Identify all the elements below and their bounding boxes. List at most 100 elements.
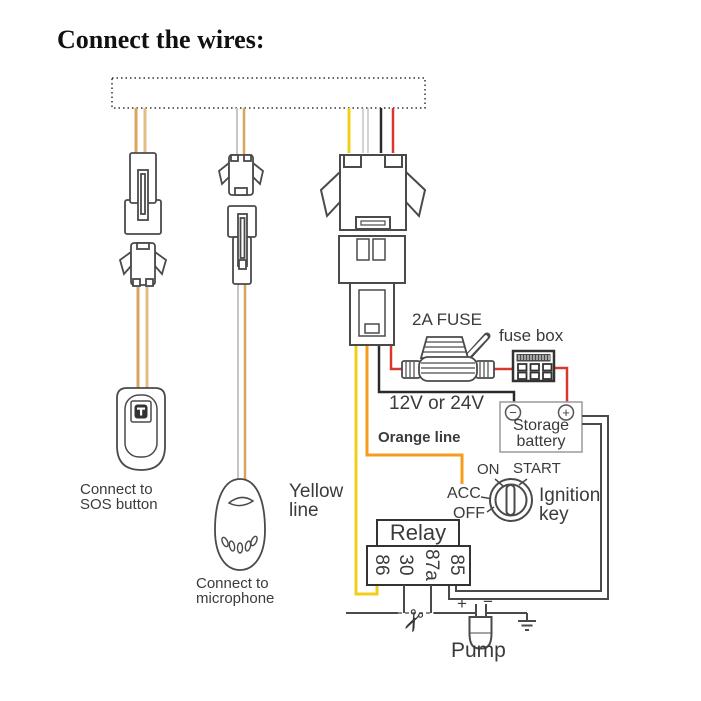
- sos-female-wing-right: [154, 250, 168, 276]
- relay-pin-86: 86: [371, 554, 392, 576]
- orange-line-label: Orange line: [378, 429, 461, 446]
- red-wire: [389, 108, 569, 404]
- ignition-key-label-2: key: [539, 504, 569, 525]
- sos-button-icon-stem: [140, 409, 143, 416]
- battery-label-line1: Storage: [512, 417, 570, 434]
- ignition-off-label: OFF: [453, 505, 485, 522]
- microphone-hole: [228, 540, 236, 552]
- fuse-slot: [529, 371, 540, 380]
- relay-pin-87a: 87a: [421, 549, 442, 581]
- sos-label-line2: SOS button: [80, 496, 158, 513]
- fuse-end-left-ribs: [405, 362, 415, 377]
- sos-female-tab: [136, 242, 150, 250]
- relay-pin-leads: [403, 585, 432, 613]
- main-female-wing-left: [319, 169, 341, 219]
- mic-male-connector-latch: [238, 259, 247, 270]
- yellow-line-label-1: Yellow: [289, 481, 344, 502]
- mic-male-connector-pin: [239, 217, 246, 259]
- ignition-position-ticks: [480, 478, 528, 513]
- voltage-label: 12V or 24V: [389, 393, 485, 414]
- battery-graphic: [499, 401, 583, 453]
- yellow-line-label-2: line: [289, 500, 319, 521]
- fuse-body-ribs: [421, 362, 475, 374]
- relay-pin-85: 85: [446, 554, 467, 576]
- mic-label-line1: Connect to: [196, 575, 269, 592]
- pump-graphic: [468, 604, 493, 650]
- microphone-hole: [250, 535, 258, 547]
- battery-label-line2: battery: [516, 433, 566, 450]
- relay-label: Relay: [389, 520, 447, 545]
- sos-button-icon-bar: [137, 407, 145, 410]
- battery-minus-icon: −: [509, 405, 517, 420]
- relay-pins-box: [366, 545, 471, 586]
- return-wire-outer: [448, 415, 609, 600]
- orange-wire: [365, 345, 464, 484]
- microphone-slot: [227, 496, 255, 507]
- sos-label-line1: Connect to: [80, 481, 153, 498]
- fuse-top-ribs: [423, 341, 466, 353]
- sos-button-graphic: [116, 387, 166, 471]
- sos-female-foot-left: [132, 278, 141, 287]
- return-wire-inner: [455, 423, 602, 592]
- fuse-slot: [517, 371, 528, 380]
- mic-female-wing-left: [217, 161, 230, 186]
- main-female-bottom-line: [360, 220, 386, 226]
- pump-minus-icon: −: [483, 592, 493, 611]
- ignition-start-label: START: [513, 460, 561, 477]
- pump-label: Pump: [451, 639, 506, 662]
- mic-wire-gray: [236, 108, 239, 479]
- yellow-wire: [347, 108, 379, 596]
- ignition-key-label-1: Ignition: [539, 485, 601, 506]
- main-female-tab-right: [384, 154, 403, 168]
- relay-pin-30: 30: [395, 554, 416, 576]
- fuse-end-right-ribs: [479, 362, 489, 377]
- ignition-key-slot: [505, 484, 516, 516]
- battery-plus-icon: +: [562, 405, 570, 420]
- main-male-connector-latch: [364, 323, 380, 334]
- pump-body: [468, 616, 493, 635]
- main-connector-pair: [319, 154, 427, 346]
- fuse-slot: [517, 363, 528, 372]
- microphone-hole: [244, 540, 252, 552]
- mic-female-wing-right: [252, 161, 265, 186]
- mic-label-line2: microphone: [196, 590, 275, 607]
- pump-body-bottom: [468, 633, 493, 650]
- relay-label-box: [376, 519, 460, 547]
- microphone-hole: [221, 536, 229, 548]
- ignition-switch-graphic: [480, 478, 533, 522]
- fuse-body: [418, 356, 478, 382]
- ground-icon: [518, 613, 536, 631]
- fuse-slot: [542, 371, 553, 380]
- mic-female-bottom-tab: [234, 187, 248, 196]
- microphone-graphic: [214, 478, 266, 571]
- pump-plus-icon: +: [457, 594, 467, 613]
- fuse-label: 2A FUSE: [412, 310, 482, 329]
- relay-graphic: [366, 519, 471, 586]
- ignition-acc-label: ACC: [447, 485, 481, 502]
- main-female-tab-left: [343, 154, 362, 168]
- page-title: Connect the wires:: [57, 25, 265, 54]
- mic-wire-tan: [242, 108, 247, 479]
- microphone-hole: [236, 542, 244, 554]
- microphone-body: [214, 478, 266, 571]
- fuse-lever-fill: [466, 335, 488, 358]
- black-wire: [377, 108, 516, 404]
- fuse-box-ticks: [518, 355, 550, 360]
- mic-female-tab-right: [243, 154, 252, 162]
- tracker-device-box: [111, 77, 426, 109]
- sos-male-connector-pin: [140, 173, 146, 215]
- main-male-connector-base: [338, 235, 406, 284]
- fuse-end-right: [475, 360, 495, 379]
- fuse-box-label: fuse box: [499, 326, 564, 345]
- sos-connector-pair: [118, 152, 168, 287]
- fuse-slot: [529, 363, 540, 372]
- main-gray-wires: [362, 108, 369, 153]
- sos-wire-1: [134, 108, 140, 390]
- main-male-slot-right: [372, 238, 386, 261]
- sos-female-wing-left: [118, 250, 132, 276]
- main-male-slot-left: [356, 238, 370, 261]
- sos-wire-2: [143, 108, 149, 390]
- pump-terminal-pins: [475, 604, 487, 617]
